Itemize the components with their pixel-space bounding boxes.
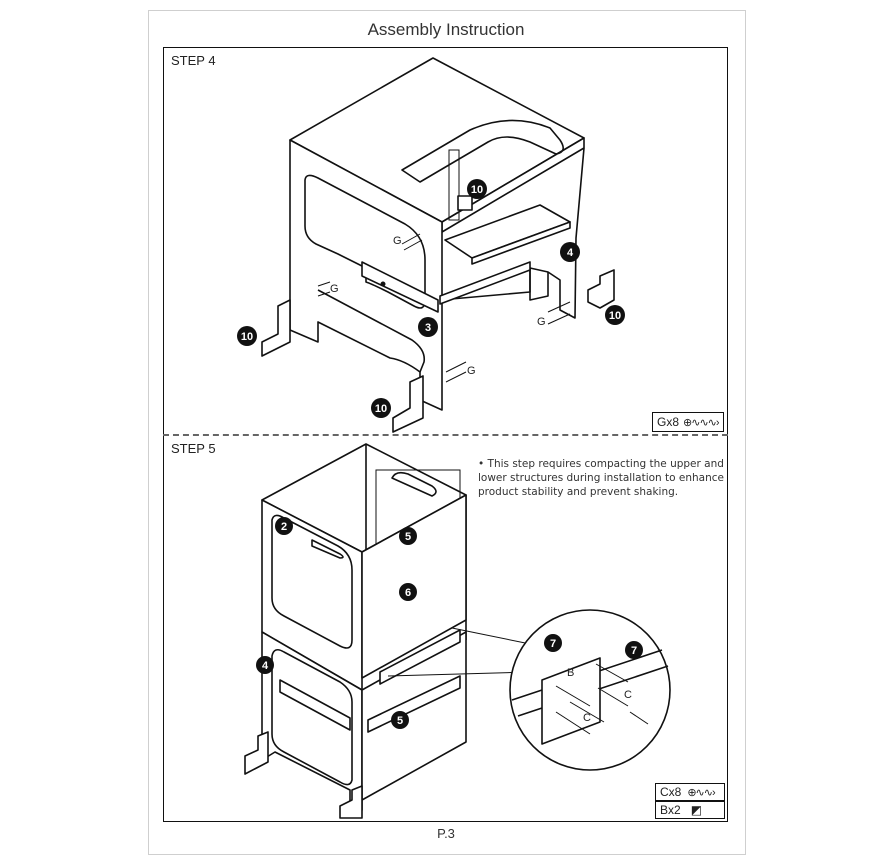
svg-text:4: 4 (567, 247, 574, 259)
svg-text:7: 7 (550, 638, 556, 650)
svg-text:G: G (537, 316, 546, 328)
svg-text:3: 3 (425, 322, 431, 334)
svg-text:7: 7 (631, 645, 637, 657)
svg-text:C: C (583, 712, 591, 724)
screw-icon: ⊕∿∿∿› (683, 416, 720, 429)
step-4-label: STEP 4 (171, 53, 216, 68)
parts-box-c: Cx8 ⊕∿∿› (655, 783, 725, 801)
step-5-label: STEP 5 (171, 441, 216, 456)
part-code-c: Cx8 (660, 785, 682, 799)
svg-text:B: B (567, 667, 574, 679)
part-code-g: Gx8 (657, 415, 680, 429)
svg-text:5: 5 (397, 715, 403, 727)
svg-text:2: 2 (281, 521, 287, 533)
svg-text:4: 4 (262, 660, 269, 672)
svg-text:C: C (624, 689, 632, 701)
parts-box-g: Gx8 ⊕∿∿∿› (652, 412, 724, 432)
svg-text:10: 10 (375, 403, 387, 415)
svg-text:10: 10 (241, 331, 253, 343)
step-5-drawing: B C C 2 5 6 4 5 7 7 (244, 443, 671, 819)
part-code-b: Bx2 (660, 803, 681, 817)
page-number: P.3 (437, 826, 455, 841)
svg-text:5: 5 (405, 531, 411, 543)
svg-text:G: G (393, 235, 402, 247)
svg-text:G: G (467, 365, 476, 377)
bracket-icon: ◩ (690, 803, 703, 817)
step-4-drawing: G G G G 10 10 10 10 3 4 (237, 57, 625, 433)
svg-text:10: 10 (609, 310, 621, 322)
step-divider (163, 434, 728, 436)
screw-icon: ⊕∿∿› (687, 786, 715, 799)
page-title: Assembly Instruction (367, 20, 525, 39)
parts-box-b: Bx2 ◩ (655, 801, 725, 819)
svg-text:G: G (330, 283, 339, 295)
svg-text:6: 6 (405, 587, 411, 599)
step-5-note: • This step requires compacting the uppe… (478, 458, 724, 498)
svg-text:10: 10 (471, 184, 483, 196)
